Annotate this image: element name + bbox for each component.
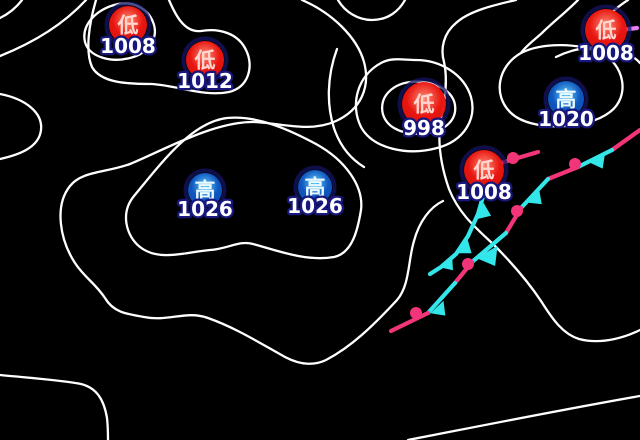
stationary-front-cold-segment <box>425 280 458 316</box>
low-center-circle <box>464 150 504 190</box>
pressure-value-label: 1020 <box>538 107 594 131</box>
isobar-line <box>336 0 407 22</box>
warm-front-dot-icon <box>410 307 422 319</box>
pressure-symbol-text: 低 <box>194 49 216 73</box>
pressure-center-halo <box>293 165 337 209</box>
cold-front-triangle-icon <box>439 256 453 271</box>
isobar-line <box>519 0 580 55</box>
pressure-center-halo <box>459 145 509 195</box>
pressure-value-label: 998 <box>403 116 445 140</box>
isobar-line <box>59 0 445 365</box>
isobar-line <box>0 0 88 58</box>
stationary-front-cold-segment <box>518 176 551 211</box>
stationary-front-warm-segment <box>388 310 431 334</box>
warm-front-dot-icon <box>462 258 474 270</box>
pressure-value-label: 1012 <box>177 69 233 93</box>
warm-front-dot-icon <box>507 152 519 164</box>
pressure-center-halo <box>543 76 589 122</box>
isobar-line <box>354 58 474 153</box>
pressure-center-halo <box>397 77 451 131</box>
pressure-symbol-text: 高 <box>305 176 326 200</box>
stationary-front-cold-segment <box>575 147 615 170</box>
low-center-circle <box>109 6 147 44</box>
cold-front-triangle-icon <box>526 189 542 205</box>
isobar-line <box>554 46 640 65</box>
isobar-line <box>87 0 251 95</box>
cold-front-central-cold-segment <box>427 190 487 277</box>
cold-front-triangle-icon <box>476 202 492 220</box>
stationary-front-cold-segment <box>469 230 509 265</box>
stationary-front <box>388 127 640 334</box>
pressure-center-halo <box>181 36 229 84</box>
warm-front-dot-icon <box>511 205 523 217</box>
pressure-value-label: 1026 <box>177 197 233 221</box>
pressure-center-halo <box>183 168 227 212</box>
warm-front-dot-icon <box>569 158 581 170</box>
cold-front-triangle-icon <box>589 153 605 169</box>
isobar-line <box>0 92 43 161</box>
pressure-center-halo <box>104 1 152 49</box>
isobar-line <box>498 43 624 128</box>
cold-front-triangle-icon <box>476 245 498 267</box>
pressure-value-label: 1008 <box>456 180 512 204</box>
pressure-value-label: 1008 <box>100 34 156 58</box>
high-center-circle <box>548 81 584 117</box>
pressure-value-label: 1008 <box>578 41 634 65</box>
isobar-line <box>406 394 640 440</box>
pressure-symbol-text: 高 <box>195 179 216 203</box>
low-center-circle <box>585 9 627 51</box>
pressure-symbol-text: 低 <box>595 19 617 43</box>
high-center-circle <box>298 170 332 204</box>
pressure-center-halo <box>580 4 632 56</box>
isobar-line <box>0 0 24 20</box>
pressure-symbol-text: 低 <box>117 14 139 38</box>
low-center-circle <box>186 41 224 79</box>
pressure-symbol-text: 高 <box>556 88 577 112</box>
cold-front-central <box>427 190 492 277</box>
pressure-symbol-text: 低 <box>473 159 495 183</box>
pressure-value-label: 1026 <box>287 194 343 218</box>
low-center-circle <box>402 82 446 126</box>
cold-front-triangle-icon <box>430 300 446 316</box>
isobar-line <box>0 373 110 440</box>
high-center-circle <box>188 173 222 207</box>
pressure-symbol-text: 低 <box>413 93 435 117</box>
cold-front-triangle-icon <box>456 238 472 254</box>
stationary-front-warm-segment <box>609 127 640 153</box>
isobar-line <box>438 0 640 343</box>
isobar-line <box>327 47 366 169</box>
isobar-line <box>124 116 363 260</box>
